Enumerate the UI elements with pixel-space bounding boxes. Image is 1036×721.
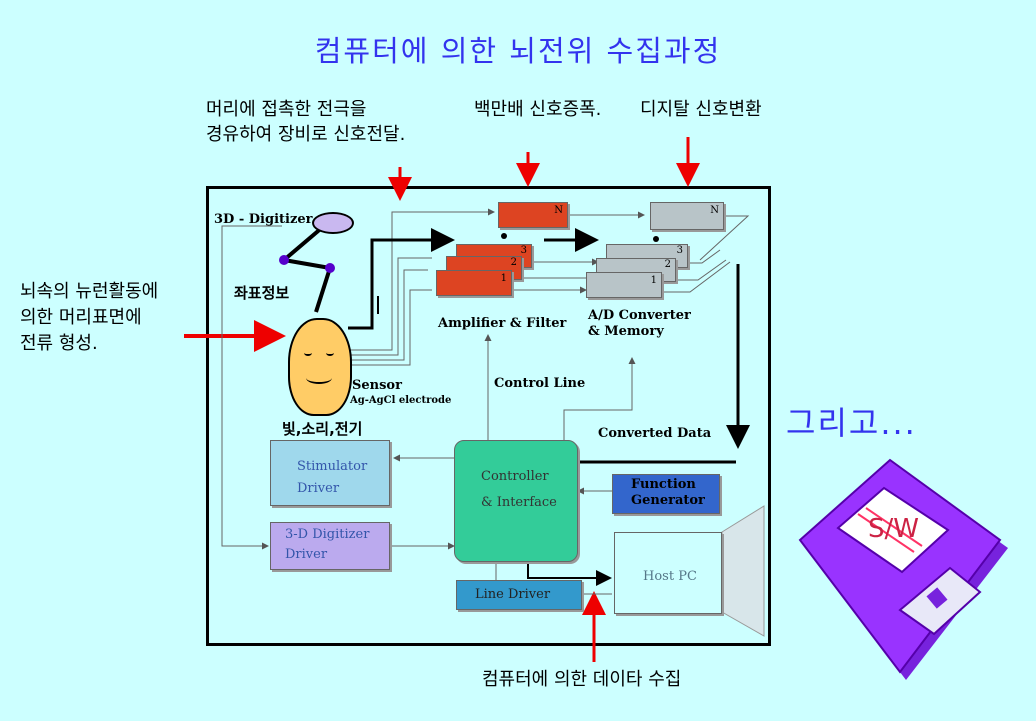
stimulus-label: 빛,소리,전기: [282, 420, 363, 438]
amp-block-1: 1: [436, 270, 512, 296]
amp-2-label: 2: [510, 257, 517, 268]
electrode-note-line1: 머리에 접촉한 전극을: [206, 99, 367, 120]
controller-block: Controller & Interface: [454, 440, 578, 562]
ad-2-label: 2: [664, 259, 671, 270]
disk-label: S/W: [868, 514, 919, 544]
stimulator-label-line2: Driver: [297, 481, 340, 496]
host-pc-block: Host PC: [614, 532, 722, 614]
neuron-note-line1: 뇌속의 뉴런활동에: [20, 281, 159, 302]
line-driver-block: Line Driver: [456, 580, 582, 610]
amp-filter-label: Amplifier & Filter: [438, 316, 567, 331]
ad-label-line2: & Memory: [588, 324, 664, 339]
mouth-icon: [306, 372, 332, 384]
ad-3-label: 3: [676, 245, 683, 256]
eye-icon: [304, 350, 312, 356]
amp-1-label: 1: [500, 273, 507, 284]
system-frame: [206, 186, 771, 646]
amp-n-label: N: [554, 205, 563, 216]
stimulator-label-line1: Stimulator: [297, 459, 368, 474]
amplify-note: 백만배 신호증폭.: [474, 99, 602, 120]
function-label-line1: Function: [631, 477, 696, 492]
controller-label-line1: Controller: [481, 469, 549, 484]
digitizer-label: 3D - Digitizer: [214, 212, 313, 227]
electrode-label: Ag-AgCl electrode: [350, 395, 452, 406]
ad-block-1: 1: [586, 272, 662, 298]
ad-label-line1: A/D Converter: [588, 308, 691, 323]
head-icon: [288, 318, 352, 416]
neuron-note-line3: 전류 형성.: [20, 333, 98, 354]
digitizer-driver-label-line1: 3-D Digitizer: [285, 527, 370, 542]
converted-data-label: Converted Data: [598, 426, 712, 441]
and-more-text: 그리고...: [786, 404, 917, 442]
neuron-note-line2: 의한 머리표면에: [20, 307, 142, 328]
floppy-disk-icon: [798, 458, 1008, 680]
collect-note: 컴퓨터에 의한 데이타 수집: [482, 669, 682, 690]
ad-block-n: N: [650, 202, 724, 230]
control-line-label: Control Line: [494, 376, 586, 391]
stimulator-driver-block: Stimulator Driver: [270, 440, 390, 506]
function-label-line2: Generator: [631, 493, 705, 508]
amp-block-n: N: [498, 202, 568, 228]
electrode-note-line2: 경유하여 장비로 신호전달.: [206, 124, 406, 145]
ad-1-label: 1: [650, 275, 657, 286]
amp-3-label: 3: [520, 245, 527, 256]
controller-label-line2: & Interface: [481, 495, 557, 510]
page-title: 컴퓨터에 의한 뇌전위 수집과정: [314, 34, 722, 68]
host-pc-label: Host PC: [643, 569, 697, 584]
ad-n-label: N: [710, 205, 719, 216]
coord-label: 좌표정보: [234, 284, 290, 302]
line-driver-label: Line Driver: [475, 587, 551, 602]
digitizer-device-icon: [312, 212, 354, 234]
digital-note: 디지탈 신호변환: [640, 99, 762, 120]
eye-icon: [326, 350, 334, 356]
digitizer-driver-label-line2: Driver: [285, 547, 328, 562]
digitizer-driver-block: 3-D Digitizer Driver: [270, 522, 390, 570]
sensor-label: Sensor: [352, 378, 402, 393]
function-generator-block: Function Generator: [612, 474, 720, 514]
